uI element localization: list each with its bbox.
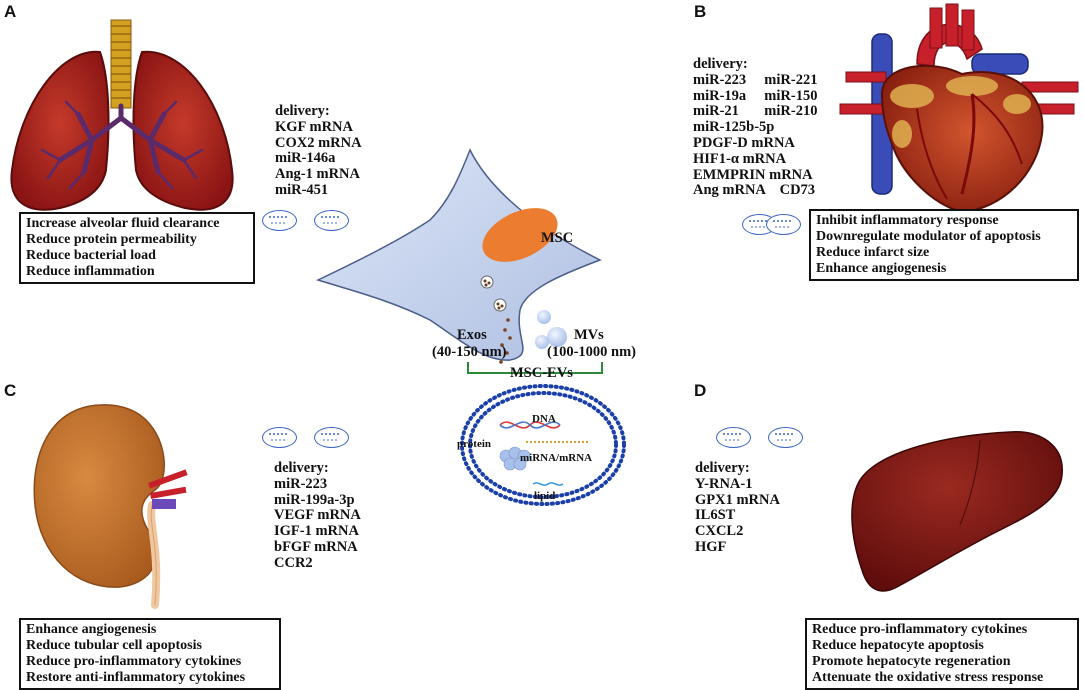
liver-illustration	[851, 431, 1063, 592]
ev-icon	[262, 210, 297, 231]
effect-text: Reduce protein permeability	[26, 232, 197, 247]
ev-icon	[768, 427, 803, 448]
ev-icon	[262, 427, 297, 448]
kidney-illustration	[33, 404, 188, 609]
list-item: CCR2	[274, 554, 313, 571]
panel-letter-c: C	[4, 381, 17, 400]
list-item: HGF	[695, 538, 727, 555]
effect-text: Reduce inflammation	[26, 264, 155, 279]
list-item: IGF-1 mRNA	[274, 523, 359, 540]
exos-label: Exos	[457, 327, 487, 343]
kidney-delivery-list: delivery: miR-223 miR-199a-3p VEGF mRNA …	[274, 460, 361, 572]
list-item: VEGF mRNA	[274, 507, 361, 524]
msc-cell-illustration	[315, 148, 626, 506]
lung-illustration	[10, 19, 234, 211]
list-item: EMMPRIN mRNA	[693, 166, 813, 183]
panel-letter-d: D	[694, 381, 707, 400]
list-item: miR-21 miR-210	[693, 103, 818, 120]
dna-label: DNA	[532, 413, 556, 425]
list-item: COX2 mRNA	[275, 134, 362, 151]
effect-text: Reduce tubular cell apoptosis	[26, 638, 202, 653]
list-item: HIF1-α mRNA	[693, 150, 787, 167]
heart-illustration	[839, 3, 1079, 214]
effect-text: Increase alveolar fluid clearance	[26, 216, 220, 231]
list-item: miR-451	[275, 181, 329, 198]
liver-delivery-list: delivery: Y-RNA-1 GPX1 mRNA IL6ST CXCL2 …	[695, 460, 780, 556]
list-item: delivery:	[275, 103, 330, 119]
effect-text: Inhibit inflammatory response	[816, 213, 999, 228]
heart-delivery-list: delivery: miR-223 miR-221 miR-19a miR-15…	[693, 56, 818, 199]
list-item: miR-146a	[275, 150, 336, 167]
mvs-label: MVs	[574, 327, 604, 343]
effect-text: Promote hepatocyte regeneration	[812, 654, 1011, 669]
lung-delivery-list: delivery: KGF mRNA COX2 mRNA miR-146a An…	[275, 103, 362, 199]
msc-label: MSC	[541, 230, 574, 246]
effect-text: Downregulate modulator of apoptosis	[816, 229, 1041, 244]
mvs-size-label: (100-1000 nm)	[547, 344, 637, 360]
mirna-label: miRNA/mRNA	[520, 452, 593, 464]
list-item: miR-199a-3p	[274, 491, 355, 508]
effect-text: Reduce bacterial load	[26, 248, 156, 263]
effect-text: Reduce pro-inflammatory cytokines	[26, 654, 242, 669]
heart-effects-box: Inhibit inflammatory response Downregula…	[809, 209, 1079, 281]
effect-text: Reduce pro-inflammatory cytokines	[812, 622, 1028, 637]
list-item: Ang mRNA CD73	[693, 182, 816, 199]
list-item: miR-19a miR-150	[693, 87, 818, 104]
effect-text: Attenuate the oxidative stress response	[812, 670, 1044, 685]
list-item: KGF mRNA	[275, 118, 353, 135]
list-item: PDGF-D mRNA	[693, 134, 795, 151]
protein-label: protein	[457, 438, 492, 450]
list-item: delivery:	[695, 460, 750, 476]
list-item: delivery:	[274, 460, 329, 476]
ev-icon	[766, 214, 801, 235]
effect-text: Restore anti-inflammatory cytokines	[26, 670, 246, 685]
effect-text: Enhance angiogenesis	[26, 622, 157, 637]
list-item: GPX1 mRNA	[695, 491, 780, 508]
list-item: miR-223 miR-221	[693, 71, 818, 88]
liver-effects-box: Reduce pro-inflammatory cytokines Reduce…	[805, 618, 1079, 690]
list-item: delivery:	[693, 56, 748, 72]
effect-text: Reduce hepatocyte apoptosis	[812, 638, 984, 653]
list-item: Ang-1 mRNA	[275, 166, 360, 183]
list-item: miR-125b-5p	[693, 119, 775, 136]
lung-effects-box: Increase alveolar fluid clearance Reduce…	[19, 212, 255, 284]
ev-icon	[314, 210, 349, 231]
kidney-effects-box: Enhance angiogenesis Reduce tubular cell…	[19, 618, 281, 690]
effect-text: Reduce infarct size	[816, 245, 930, 260]
effect-text: Enhance angiogenesis	[816, 261, 947, 276]
list-item: bFGF mRNA	[274, 538, 358, 555]
list-item: CXCL2	[695, 523, 744, 540]
ev-icon	[314, 427, 349, 448]
msc-evs-label: MSC-EVs	[510, 365, 573, 381]
list-item: IL6ST	[695, 507, 736, 524]
list-item: Y-RNA-1	[695, 475, 753, 492]
ev-icon	[716, 427, 751, 448]
lipid-label: lipid	[534, 490, 556, 502]
panel-letter-b: B	[694, 2, 707, 21]
panel-letter-a: A	[4, 2, 17, 21]
exos-size-label: (40-150 nm)	[432, 344, 507, 360]
list-item: miR-223	[274, 475, 328, 492]
